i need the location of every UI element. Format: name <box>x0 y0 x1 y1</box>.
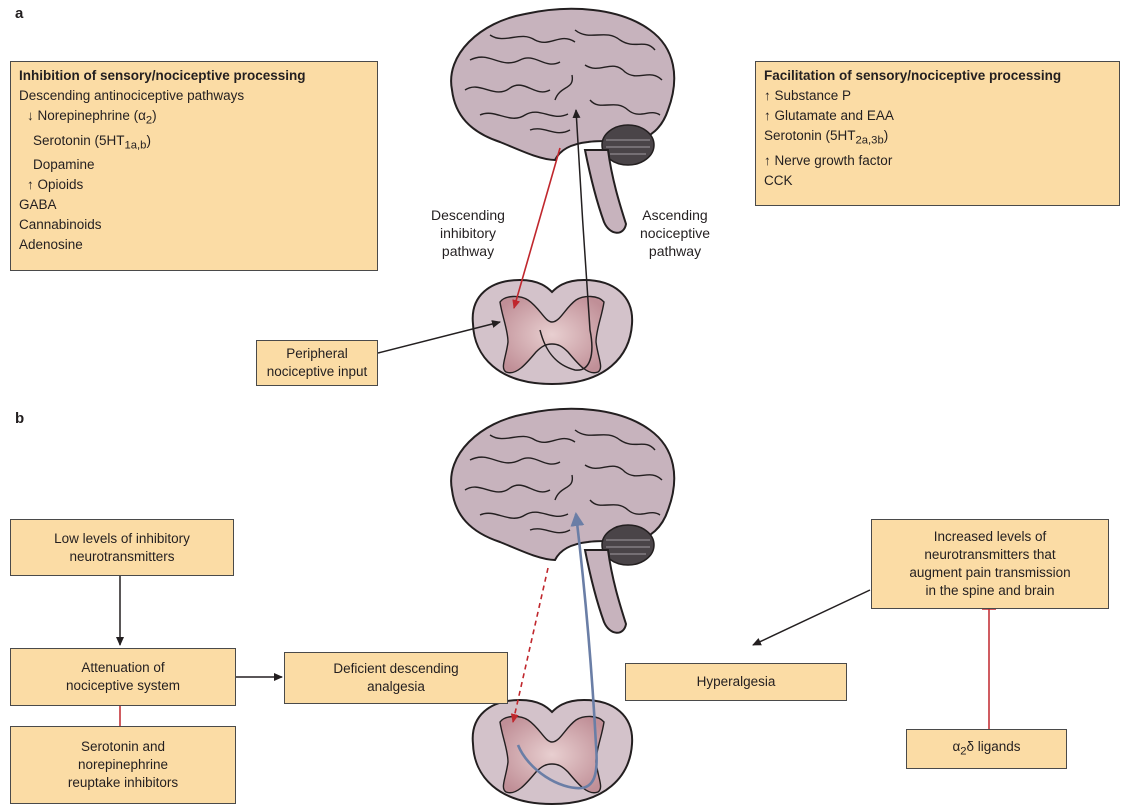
facilitation-title: Facilitation of sensory/nociceptive proc… <box>764 66 1111 86</box>
increase-arrow-icon: ↑ <box>764 153 771 168</box>
panel-b-letter: b <box>15 410 24 427</box>
decrease-arrow-icon: ↓ <box>27 108 34 123</box>
facilitation-line-cck: CCK <box>764 171 1111 191</box>
alpha2delta-ligands-box: α2δ ligands <box>906 729 1067 769</box>
inhibition-line-adenosine: Adenosine <box>19 235 369 255</box>
inhibition-box: Inhibition of sensory/nociceptive proces… <box>10 61 378 271</box>
inhibition-line-pathways: Descending antinociceptive pathways <box>19 86 369 106</box>
facilitation-line-serotonin: Serotonin (5HT2a,3b) <box>764 126 1111 151</box>
inhibition-line-serotonin: Serotonin (5HT1a,b) <box>19 131 369 156</box>
inhibition-line-gaba: GABA <box>19 195 369 215</box>
brain-a <box>451 9 674 233</box>
inhibition-ligands-to-increased <box>982 609 996 729</box>
facilitation-line-ngf: ↑ Nerve growth factor <box>764 151 1111 171</box>
arrow-increased-to-hyperalgesia <box>753 590 870 645</box>
inhibition-line-dopamine: Dopamine <box>19 155 369 175</box>
spinal-cord-a <box>473 280 632 384</box>
inhibition-line-cannabinoids: Cannabinoids <box>19 215 369 235</box>
inhibition-line-opioids: ↑ Opioids <box>19 175 369 195</box>
weak-descending-pathway-arrow <box>513 568 548 722</box>
panel-a-letter: a <box>15 5 23 22</box>
increase-arrow-icon: ↑ <box>764 88 771 103</box>
facilitation-box: Facilitation of sensory/nociceptive proc… <box>755 61 1120 206</box>
brain-b <box>451 409 674 633</box>
inhibition-line-norepinephrine: ↓ Norepinephrine (α2) <box>19 106 369 131</box>
increase-arrow-icon: ↑ <box>27 177 34 192</box>
inhibition-title: Inhibition of sensory/nociceptive proces… <box>19 66 369 86</box>
facilitation-line-substance-p: ↑ Substance P <box>764 86 1111 106</box>
facilitation-line-glutamate: ↑ Glutamate and EAA <box>764 106 1111 126</box>
increase-arrow-icon: ↑ <box>764 108 771 123</box>
spinal-cord-b <box>473 700 632 804</box>
hyperalgesia-box: Hyperalgesia <box>625 663 847 701</box>
